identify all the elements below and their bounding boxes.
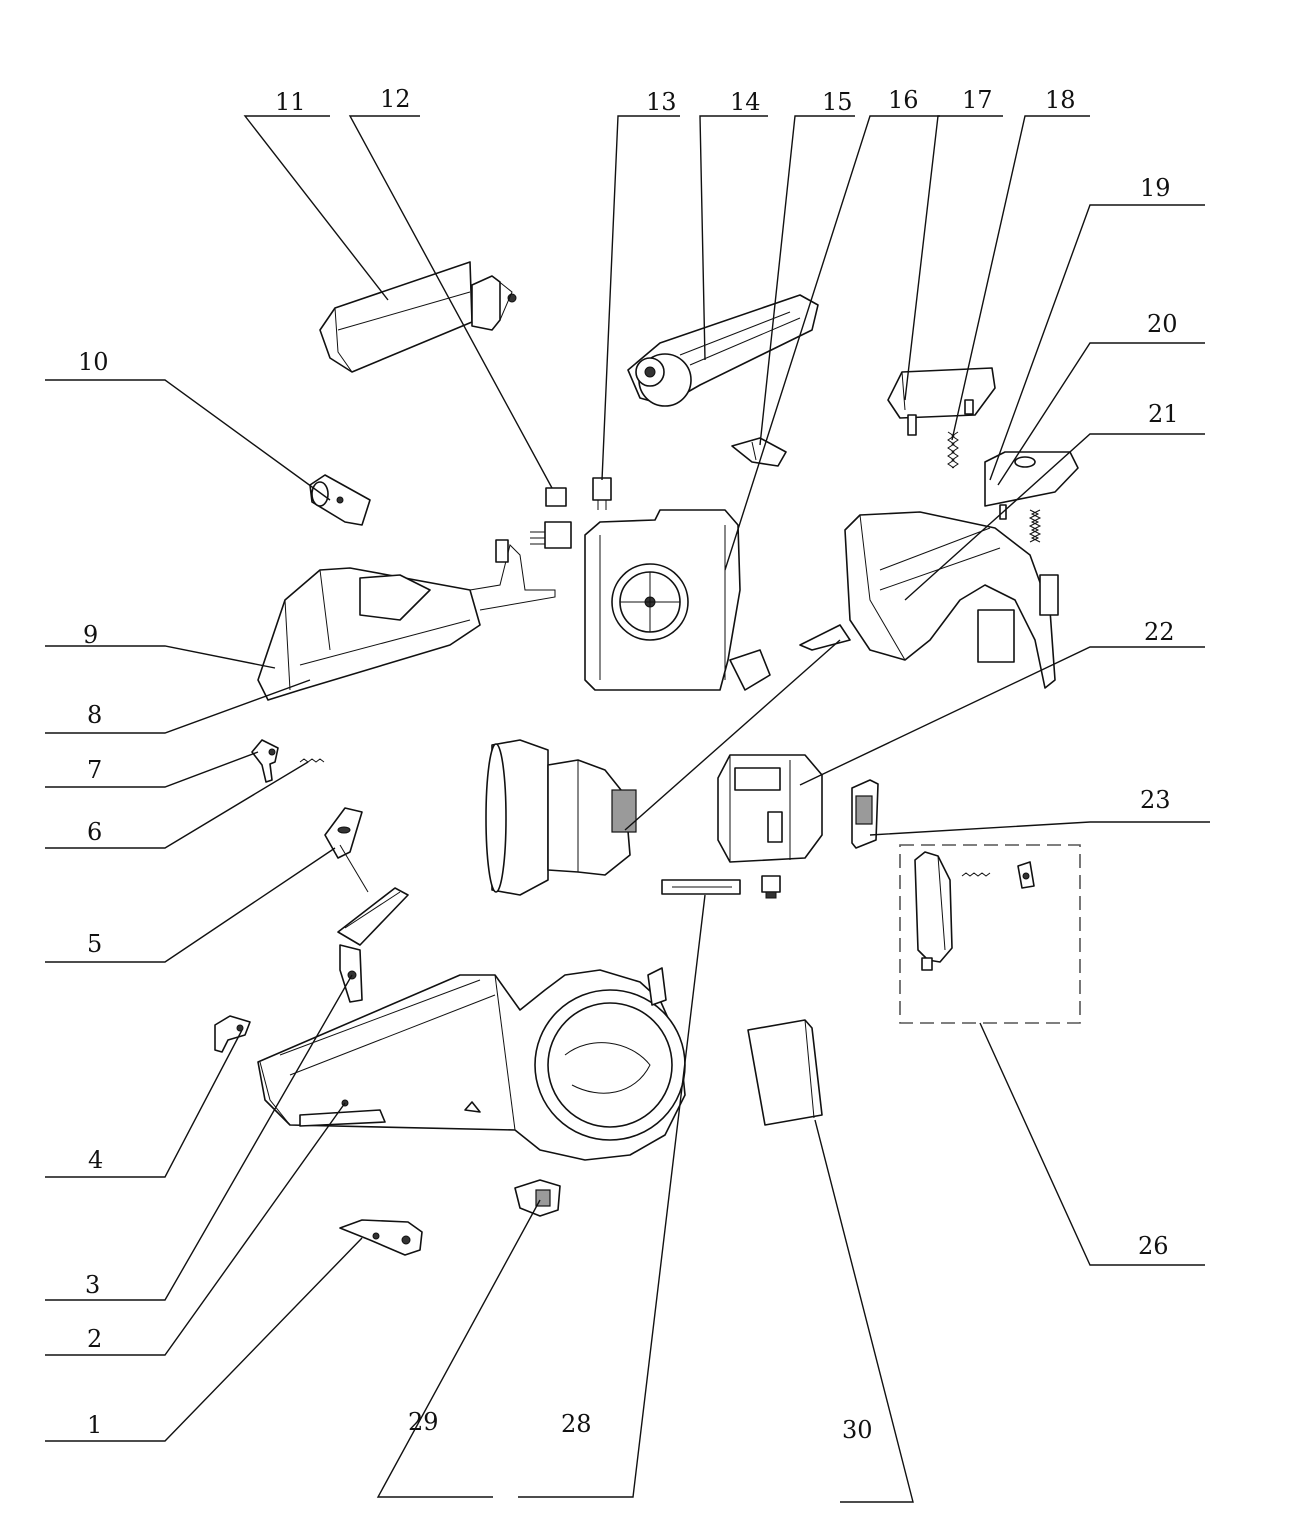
- part-15-clip: [731, 437, 787, 467]
- callout-12: 12: [380, 85, 411, 113]
- part-23-filter-block: [851, 779, 879, 849]
- part-3-hinge: [337, 887, 409, 1003]
- part-12-switch: [530, 487, 572, 549]
- part-9-cyclone-housing: [257, 539, 556, 701]
- callout-16: 16: [888, 86, 919, 114]
- callout-6: 6: [87, 818, 102, 846]
- callout-3: 3: [85, 1271, 100, 1299]
- callout-21: 21: [1148, 400, 1179, 428]
- part-2-base-body: [257, 967, 686, 1161]
- callout-9: 9: [83, 621, 98, 649]
- part-28-strip: [661, 875, 781, 899]
- part-14-handle: [627, 294, 819, 407]
- callout-17: 17: [962, 86, 993, 114]
- callout-26: 26: [1138, 1232, 1169, 1260]
- callout-leaders: [45, 115, 1210, 1503]
- callout-19: 19: [1140, 174, 1171, 202]
- callout-2: 2: [87, 1325, 102, 1353]
- part-7-latch: [251, 739, 279, 783]
- part-26-kit-group: [899, 844, 1081, 1024]
- part-17-upper-cover: [887, 367, 996, 436]
- callout-29: 29: [408, 1408, 439, 1436]
- callout-11: 11: [275, 88, 306, 116]
- callout-20: 20: [1147, 310, 1178, 338]
- parts-drawings: [214, 261, 1081, 1256]
- callout-23: 23: [1140, 786, 1171, 814]
- callout-30: 30: [842, 1416, 873, 1444]
- part-29-bracket: [514, 1179, 561, 1217]
- callout-15: 15: [822, 88, 853, 116]
- part-6-small-spring: [299, 758, 325, 763]
- callout-28: 28: [561, 1410, 592, 1438]
- callout-7: 7: [87, 756, 102, 784]
- part-4-clip: [214, 1015, 251, 1053]
- part-13-plug: [592, 477, 612, 510]
- part-30-foam-pad: [747, 1019, 823, 1126]
- part-5-plate: [324, 807, 369, 893]
- callout-8: 8: [87, 701, 102, 729]
- part-19-button-housing: [984, 451, 1079, 520]
- callout-18: 18: [1045, 86, 1076, 114]
- part-10-nozzle: [309, 474, 371, 526]
- part-16-motor-housing: [584, 509, 771, 691]
- callout-14: 14: [730, 88, 761, 116]
- callout-10: 10: [78, 348, 109, 376]
- part-motor: [485, 739, 637, 896]
- callout-4: 4: [88, 1146, 103, 1174]
- part-18-spring: [947, 431, 959, 469]
- part-11-top-cover: [319, 261, 517, 373]
- callout-5: 5: [87, 930, 102, 958]
- callout-1: 1: [87, 1411, 102, 1439]
- callout-22: 22: [1144, 618, 1175, 646]
- callout-numbers: 1 2 3 4 5 6 7 8 9 10 11 12 13 14 15 16 1…: [78, 85, 1179, 1444]
- part-21-spring: [1028, 509, 1042, 543]
- part-22-filter-housing: [717, 754, 823, 863]
- part-rear-upper-housing: [799, 511, 1059, 689]
- part-1-foot: [339, 1219, 423, 1256]
- callout-13: 13: [646, 88, 677, 116]
